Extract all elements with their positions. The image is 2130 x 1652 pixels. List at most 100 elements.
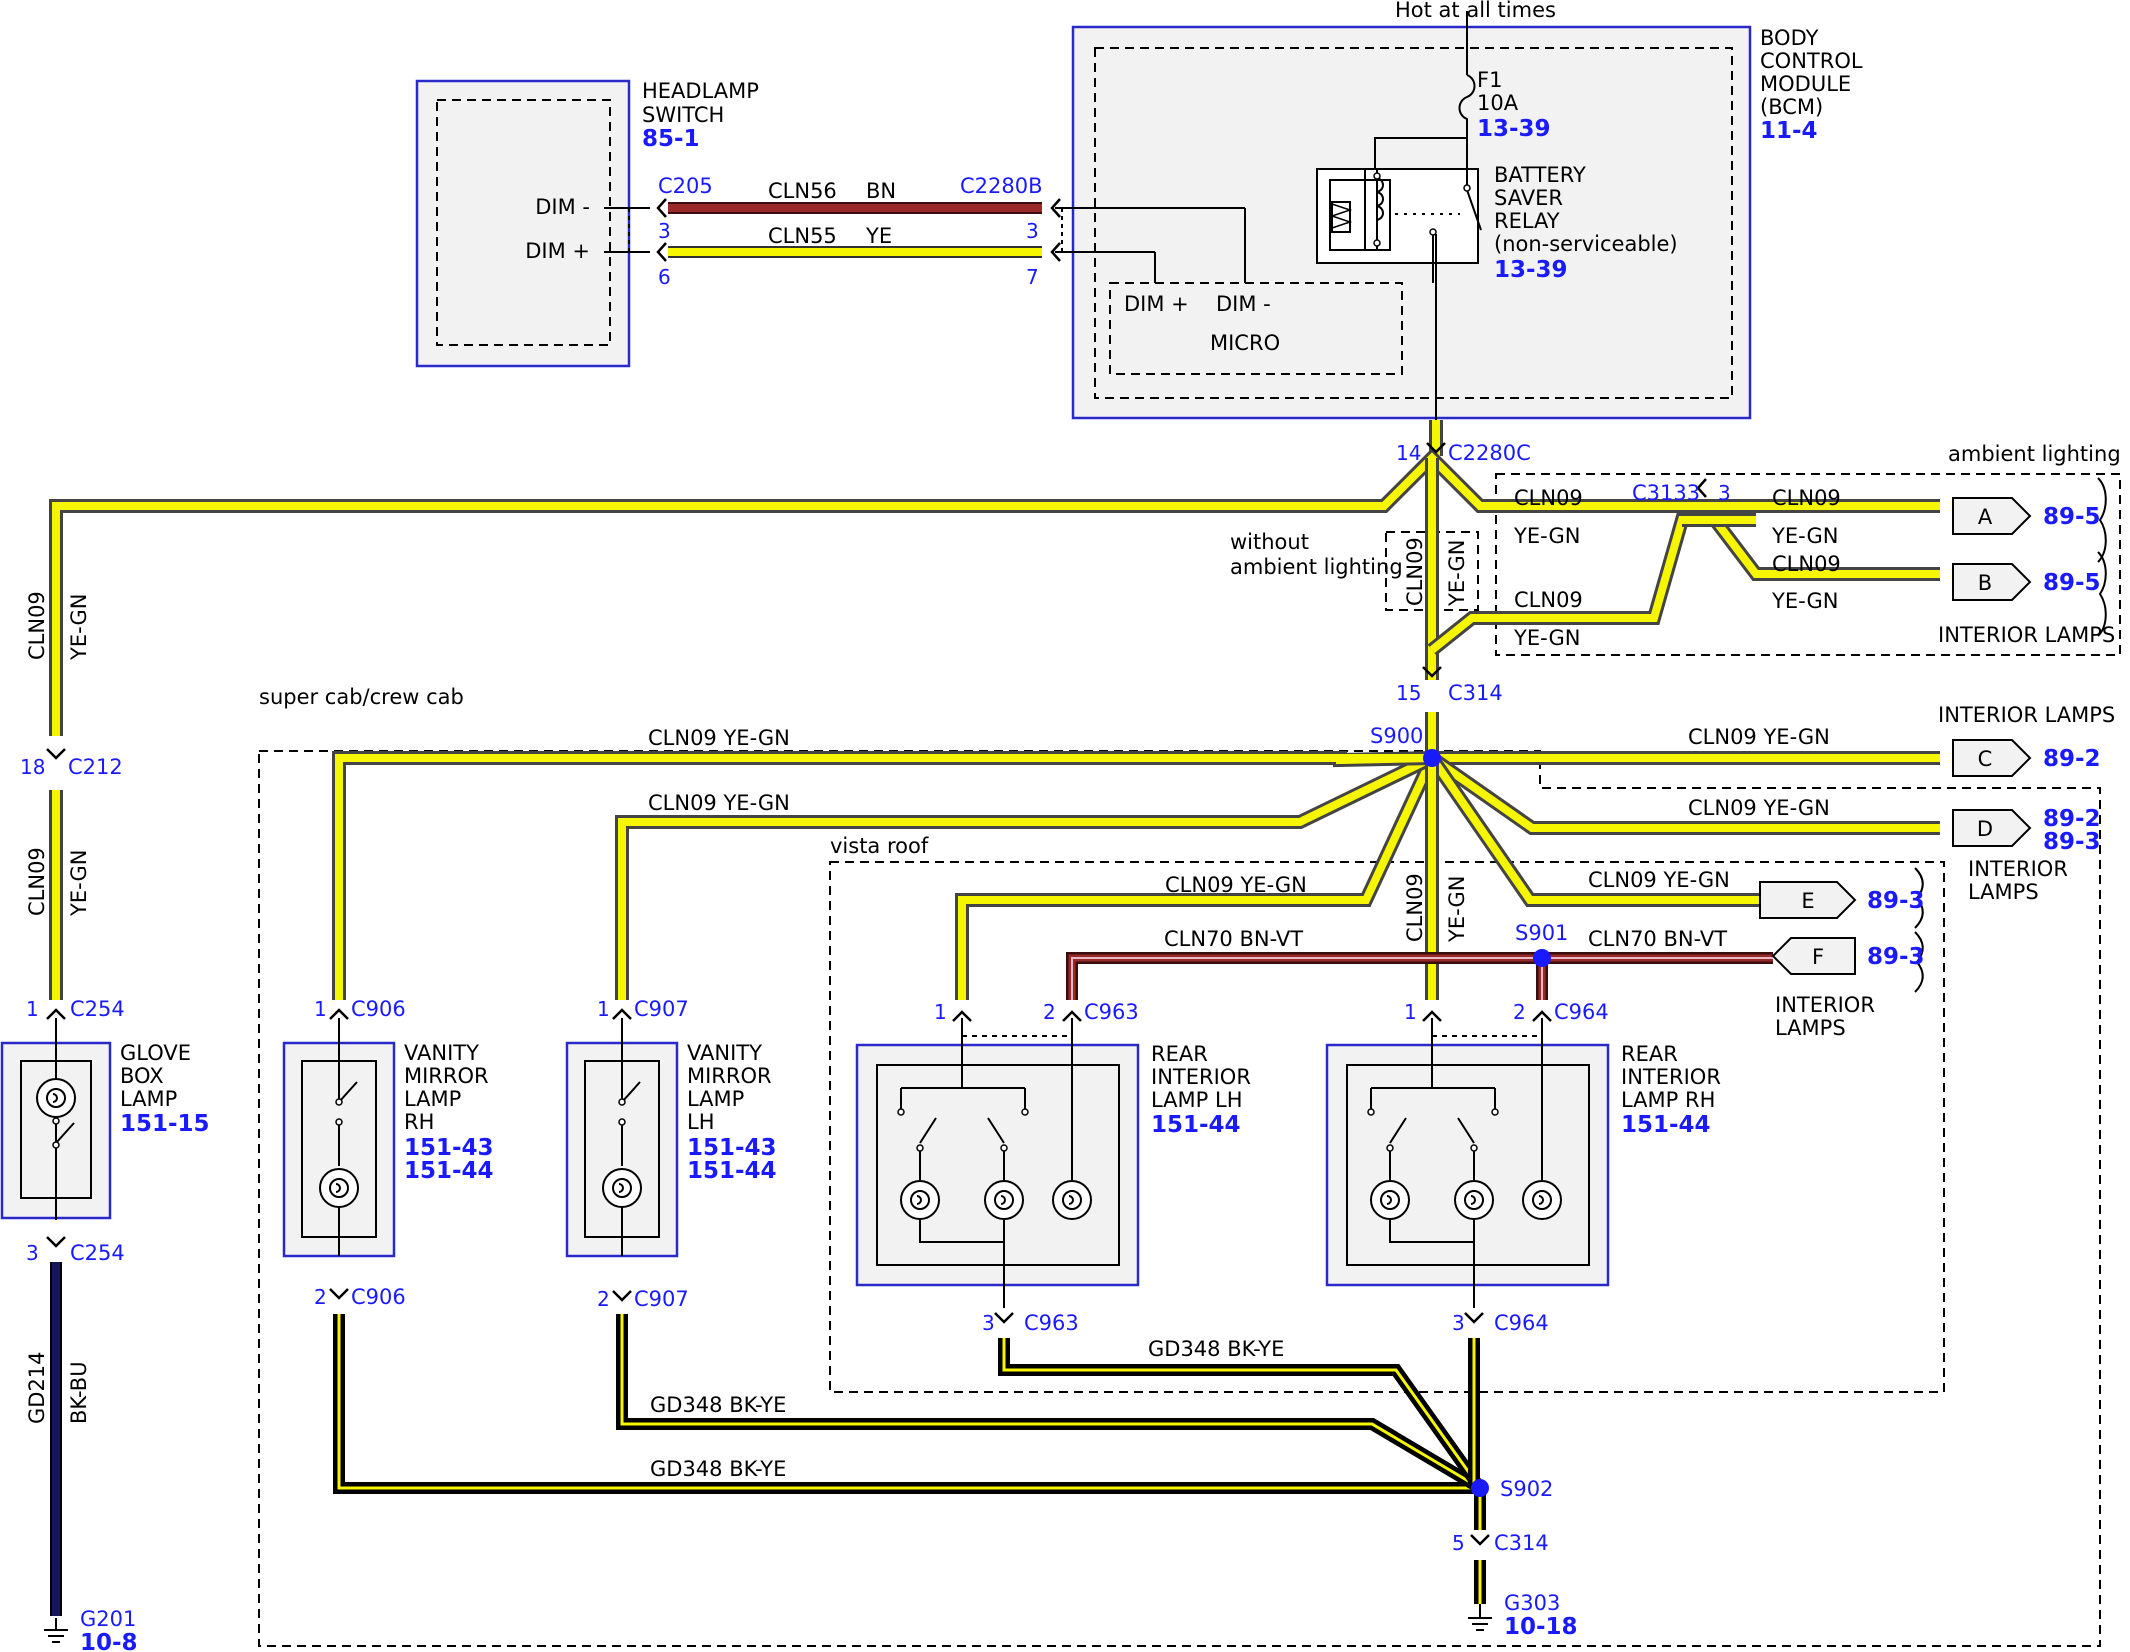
- ref-c: 89-2: [2043, 746, 2101, 772]
- bcm-dim-minus: DIM -: [1216, 292, 1271, 316]
- interior-d-2: LAMPS: [1968, 880, 2039, 904]
- connector-arrow-15: [1470, 1534, 1490, 1546]
- vert-cln09-4: CLN09: [1403, 873, 1427, 942]
- connector-arrow-1: [1422, 666, 1442, 678]
- flag-e: E: [1801, 889, 1814, 913]
- connector-arrow-14: [1464, 1312, 1484, 1324]
- s900-label: S900: [1370, 724, 1423, 748]
- c212-pin-18: 18: [20, 755, 45, 779]
- vmr-title-1: VANITY: [404, 1041, 479, 1065]
- cln09-to-vml: CLN09 YE-GN: [648, 791, 790, 815]
- c205-label: C205: [658, 174, 713, 198]
- flag-c: C: [1978, 747, 1993, 771]
- relay-ref: 13-39: [1494, 257, 1568, 283]
- c963-pin-2: 2: [1043, 1000, 1056, 1024]
- wire-19: [337, 1314, 1480, 1490]
- contact-dots: [52, 172, 1499, 1152]
- vmr-title-3: LAMP: [404, 1087, 461, 1111]
- ref-e: 89-3: [1867, 888, 1925, 914]
- gd348-vml: GD348 BK-YE: [650, 1393, 786, 1417]
- glove-title-2: BOX: [120, 1064, 164, 1088]
- without-label-2: ambient lighting: [1230, 555, 1403, 579]
- bulb-icon: [1454, 1180, 1494, 1220]
- vert-yegn-3: YE-GN: [1445, 540, 1469, 607]
- c2280c-label: C2280C: [1448, 441, 1531, 465]
- module-labels: HEADLAMP SWITCH 85-1 DIM - DIM + BODY CO…: [120, 0, 1863, 1184]
- c2280b-label: C2280B: [960, 174, 1043, 198]
- cln70-left: CLN70 BN-VT: [1164, 927, 1303, 951]
- rir-title-3: LAMP RH: [1621, 1088, 1715, 1112]
- relay-label-2: SAVER: [1494, 186, 1563, 210]
- c2280b-pin-7: 7: [1026, 265, 1039, 289]
- vml-ref-1: 151-43: [687, 1135, 777, 1161]
- cln09-to-c: CLN09 YE-GN: [1688, 725, 1830, 749]
- splice-s902: [1471, 1479, 1489, 1497]
- output-flags: [1759, 497, 2032, 975]
- vert-yegn-4: YE-GN: [1445, 876, 1469, 943]
- wire-17: [1068, 954, 1773, 1000]
- amb-cln09-3: CLN09: [1772, 486, 1841, 510]
- cln55-label: CLN55: [768, 224, 837, 248]
- wire-13: [958, 756, 1436, 1000]
- bcm-micro: MICRO: [1210, 331, 1280, 355]
- rir-title-2: INTERIOR: [1621, 1065, 1721, 1089]
- amb-yegn-3: YE-GN: [1771, 524, 1838, 548]
- headlamp-switch-ref: 85-1: [642, 126, 700, 152]
- vert-cln09-1: CLN09: [25, 591, 49, 660]
- bcm-title-1: BODY: [1760, 26, 1819, 50]
- wire-19: [333, 1314, 1480, 1494]
- headlamp-switch-title-2: SWITCH: [642, 103, 724, 127]
- ref-d-1: 89-2: [2043, 806, 2101, 832]
- rear-interior-lamp-rh: [1325, 1043, 1610, 1287]
- relay-label-3: RELAY: [1494, 209, 1560, 233]
- interior-lamp-labels: INTERIOR LAMPS INTERIOR LAMPS INTERIOR L…: [1775, 623, 2115, 1040]
- c254-top-label: C254: [70, 997, 125, 1021]
- amb-yegn-1: YE-GN: [1513, 524, 1580, 548]
- splice-labels: S900 S901 S902 G201 10-8 G303 10-18: [80, 724, 1578, 1652]
- vml-title-4: LH: [687, 1110, 715, 1134]
- interior-lamps-ab: INTERIOR LAMPS: [1938, 623, 2115, 647]
- vml-ref-2: 151-44: [687, 1158, 777, 1184]
- cln56-color: BN: [866, 179, 896, 203]
- wire-12: [1428, 755, 1760, 904]
- wire-17: [1066, 952, 1773, 1000]
- c212-label: C212: [68, 755, 123, 779]
- wire-11: [1429, 754, 1940, 832]
- c906-top-label: C906: [351, 997, 406, 1021]
- connector-arrow-10: [1062, 1010, 1082, 1022]
- interior-f-2: LAMPS: [1775, 1016, 1846, 1040]
- glove-ref: 151-15: [120, 1111, 210, 1137]
- c2280b-pin-3: 3: [1026, 219, 1039, 243]
- ambient-lighting-label: ambient lighting: [1948, 442, 2121, 466]
- connector-arrows: [46, 198, 1707, 1546]
- interior-f-1: INTERIOR: [1775, 993, 1875, 1017]
- g303-ref: 10-18: [1504, 1614, 1578, 1640]
- c3133-label: C3133: [1632, 481, 1700, 505]
- vmr-ref-2: 151-44: [404, 1158, 494, 1184]
- splice-s901: [1533, 949, 1551, 967]
- wire-19: [333, 1314, 1480, 1494]
- ground-symbols: [44, 1604, 1492, 1643]
- c964-pin-2: 2: [1513, 1000, 1526, 1024]
- c963-pin-3: 3: [982, 1311, 995, 1335]
- connector-arrow-3: [46, 1008, 66, 1020]
- ambient-lighting-zone: [1495, 473, 2121, 656]
- relay-label-4: (non-serviceable): [1494, 232, 1678, 256]
- bulb-icon: [900, 1180, 940, 1220]
- wire-11: [1427, 752, 1940, 835]
- bcm-title-2: CONTROL: [1760, 49, 1863, 73]
- c964-pin-1: 1: [1404, 1000, 1417, 1024]
- amb-cln09-1: CLN09: [1514, 486, 1583, 510]
- c907-pin-1: 1: [597, 997, 610, 1021]
- ril-title-3: LAMP LH: [1151, 1088, 1243, 1112]
- g201-ref: 10-8: [80, 1630, 138, 1652]
- cln09-to-e: CLN09 YE-GN: [1588, 868, 1730, 892]
- connector-arrow-12: [1422, 1010, 1442, 1022]
- c254-pin-3: 3: [26, 1241, 39, 1265]
- vert-bkbu: BK-BU: [67, 1361, 91, 1424]
- c254-pin-1: 1: [26, 997, 39, 1021]
- internal-wiring: [55, 11, 1543, 1308]
- flag-f: F: [1812, 945, 1824, 969]
- cab-label: super cab/crew cab: [259, 685, 464, 709]
